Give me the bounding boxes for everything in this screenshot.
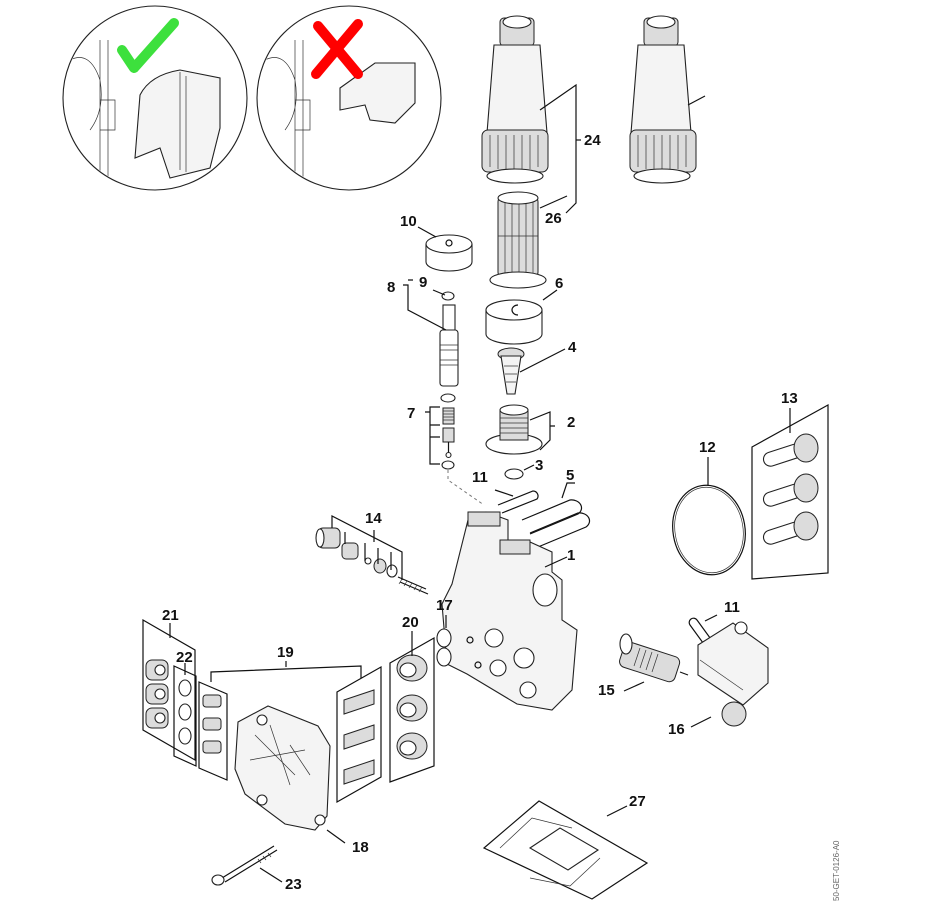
- part-24-filter-housing-alt: [629, 15, 706, 184]
- part-10-cap: [425, 234, 473, 272]
- callout-17: 17: [436, 597, 453, 614]
- part-5-retaining-clips: [521, 499, 591, 548]
- callout-14: 14: [365, 510, 382, 527]
- cross-mark-icon: [311, 19, 363, 79]
- callout-8: 8: [387, 279, 395, 296]
- callout-3: 3: [535, 457, 543, 474]
- part-17-o-rings: [436, 628, 452, 667]
- part-9-o-ring: [441, 291, 455, 301]
- part-19-valve-kit-right: [336, 665, 382, 804]
- part-16-pressure-switch: [697, 621, 769, 727]
- part-8-valve-shaft: [439, 304, 459, 387]
- part-7-valve-kit: [440, 393, 456, 470]
- callout-16: 16: [668, 721, 685, 738]
- callout-18: 18: [352, 839, 369, 856]
- callout-23: 23: [285, 876, 302, 893]
- part-20-seal-kit: [389, 636, 435, 783]
- callout-13: 13: [781, 390, 798, 407]
- part-27-gasket-set: [482, 800, 649, 900]
- callout-7: 7: [407, 405, 415, 422]
- callout-10: 10: [400, 213, 417, 230]
- callout-4: 4: [568, 339, 577, 356]
- part-1-pump-housing: [441, 511, 578, 711]
- callout-20: 20: [402, 614, 419, 631]
- part-11-retaining-clip: [497, 490, 539, 514]
- part-6-cap: [485, 299, 543, 345]
- part-15-unloader-valve: [619, 633, 689, 683]
- callout-19: 19: [277, 644, 294, 661]
- callout-6: 6: [555, 275, 563, 292]
- callout-1: 1: [567, 547, 575, 564]
- leader-lines: [169, 83, 791, 883]
- part-14-bypass-kit: [315, 527, 429, 595]
- callout-15: 15: [598, 682, 615, 699]
- part-4-check-valve: [497, 347, 525, 395]
- part-12-large-o-ring: [672, 484, 746, 576]
- part-3-o-ring: [504, 468, 524, 480]
- inset-correct-installation: [62, 5, 248, 191]
- bracket-19: [210, 661, 362, 682]
- callout-27: 27: [629, 793, 646, 810]
- callout-labels: 24 26 10 8 9 6 4 7 2 3 11 5 1 14 17 20 1…: [162, 132, 798, 893]
- callout-21: 21: [162, 607, 179, 624]
- part-19-valve-kit-left: [198, 681, 228, 781]
- callout-22: 22: [176, 649, 193, 666]
- part-2-fitting: [485, 404, 543, 455]
- callout-11-top: 11: [472, 469, 488, 486]
- drawing-code: 50-GET-0126-A0: [832, 840, 841, 901]
- callout-9: 9: [419, 274, 427, 291]
- part-21-plug-kit: [142, 618, 196, 762]
- inset-wrong-installation: [256, 5, 442, 191]
- callout-2: 2: [567, 414, 575, 431]
- part-13-piston-kit: [751, 403, 829, 580]
- part-26-filter-screen: [489, 191, 547, 289]
- callout-24: 24: [584, 132, 601, 149]
- callout-5: 5: [566, 467, 574, 484]
- check-mark-icon: [117, 18, 179, 73]
- callout-12: 12: [699, 439, 716, 456]
- part-18-manifold: [234, 705, 331, 831]
- part-22-o-ring-kit: [173, 665, 197, 767]
- callout-26: 26: [545, 210, 562, 227]
- part-24-filter-housing: [481, 15, 549, 184]
- callout-11-right: 11: [724, 599, 740, 616]
- part-23-bolt: [211, 845, 278, 886]
